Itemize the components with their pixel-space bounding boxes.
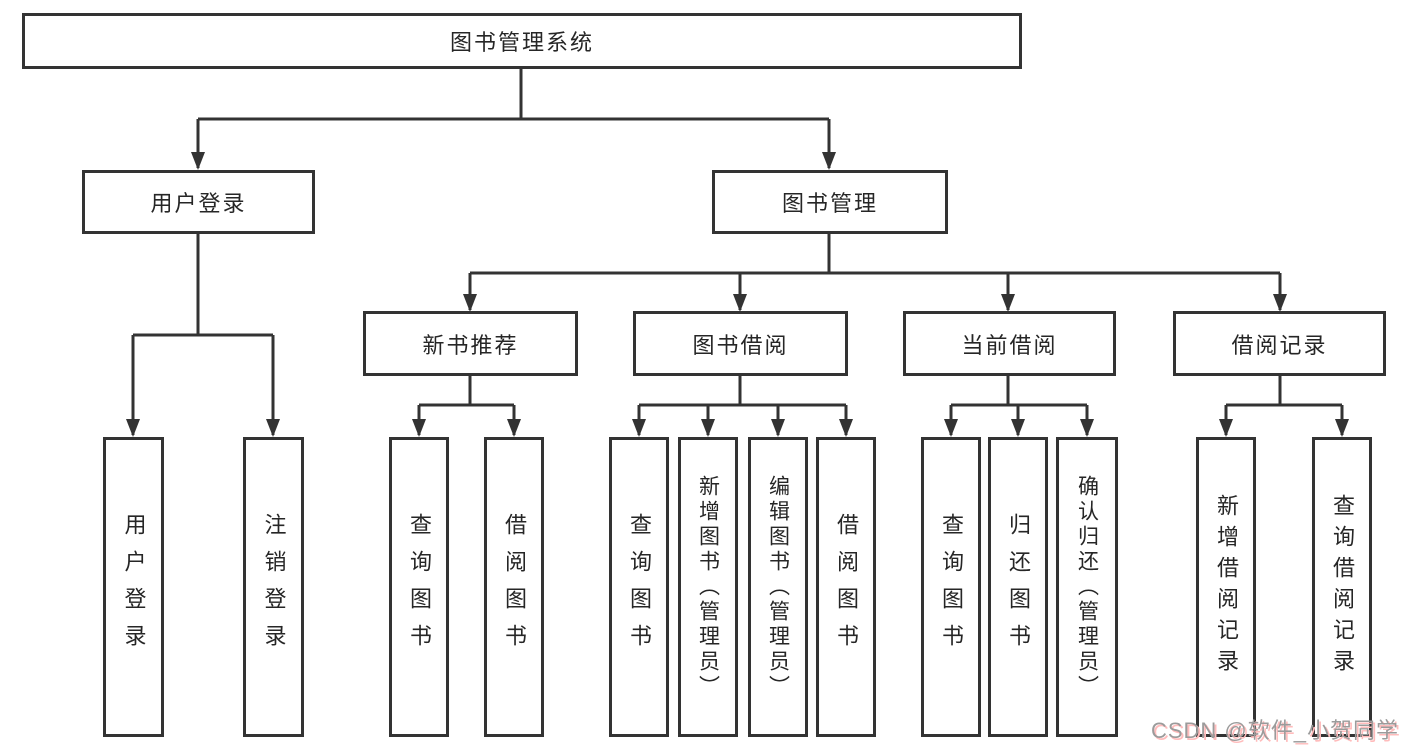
node-borrow-record: 借阅记录 [1173,311,1386,376]
node-user-login: 用户登录 [82,170,315,234]
leaf-query-book-current: 查询图书 [921,437,981,737]
leaf-confirm-return-admin: 确认归还（管理员） [1056,437,1118,737]
leaf-query-borrow-record: 查询借阅记录 [1312,437,1372,737]
leaf-add-book-admin: 新增图书（管理员） [678,437,738,737]
node-book-management: 图书管理 [712,170,948,234]
arrowheads [126,152,1349,437]
leaf-query-book-recommend: 查询图书 [389,437,449,737]
csdn-watermark: CSDN @软件_小贺同学 [1150,718,1399,743]
leaf-borrow-book: 借阅图书 [816,437,876,737]
leaf-edit-book-admin: 编辑图书（管理员） [748,437,808,737]
node-root-system: 图书管理系统 [22,13,1022,69]
leaf-query-book-borrow: 查询图书 [609,437,669,737]
node-new-book-recommend: 新书推荐 [363,311,578,376]
node-book-borrow: 图书借阅 [633,311,848,376]
leaf-logout-login: 注销登录 [243,437,304,737]
leaf-borrow-book-recommend: 借阅图书 [484,437,544,737]
node-current-borrow: 当前借阅 [903,311,1116,376]
leaf-add-borrow-record: 新增借阅记录 [1196,437,1256,737]
leaf-user-login: 用户登录 [103,437,164,737]
leaf-return-book: 归还图书 [988,437,1048,737]
